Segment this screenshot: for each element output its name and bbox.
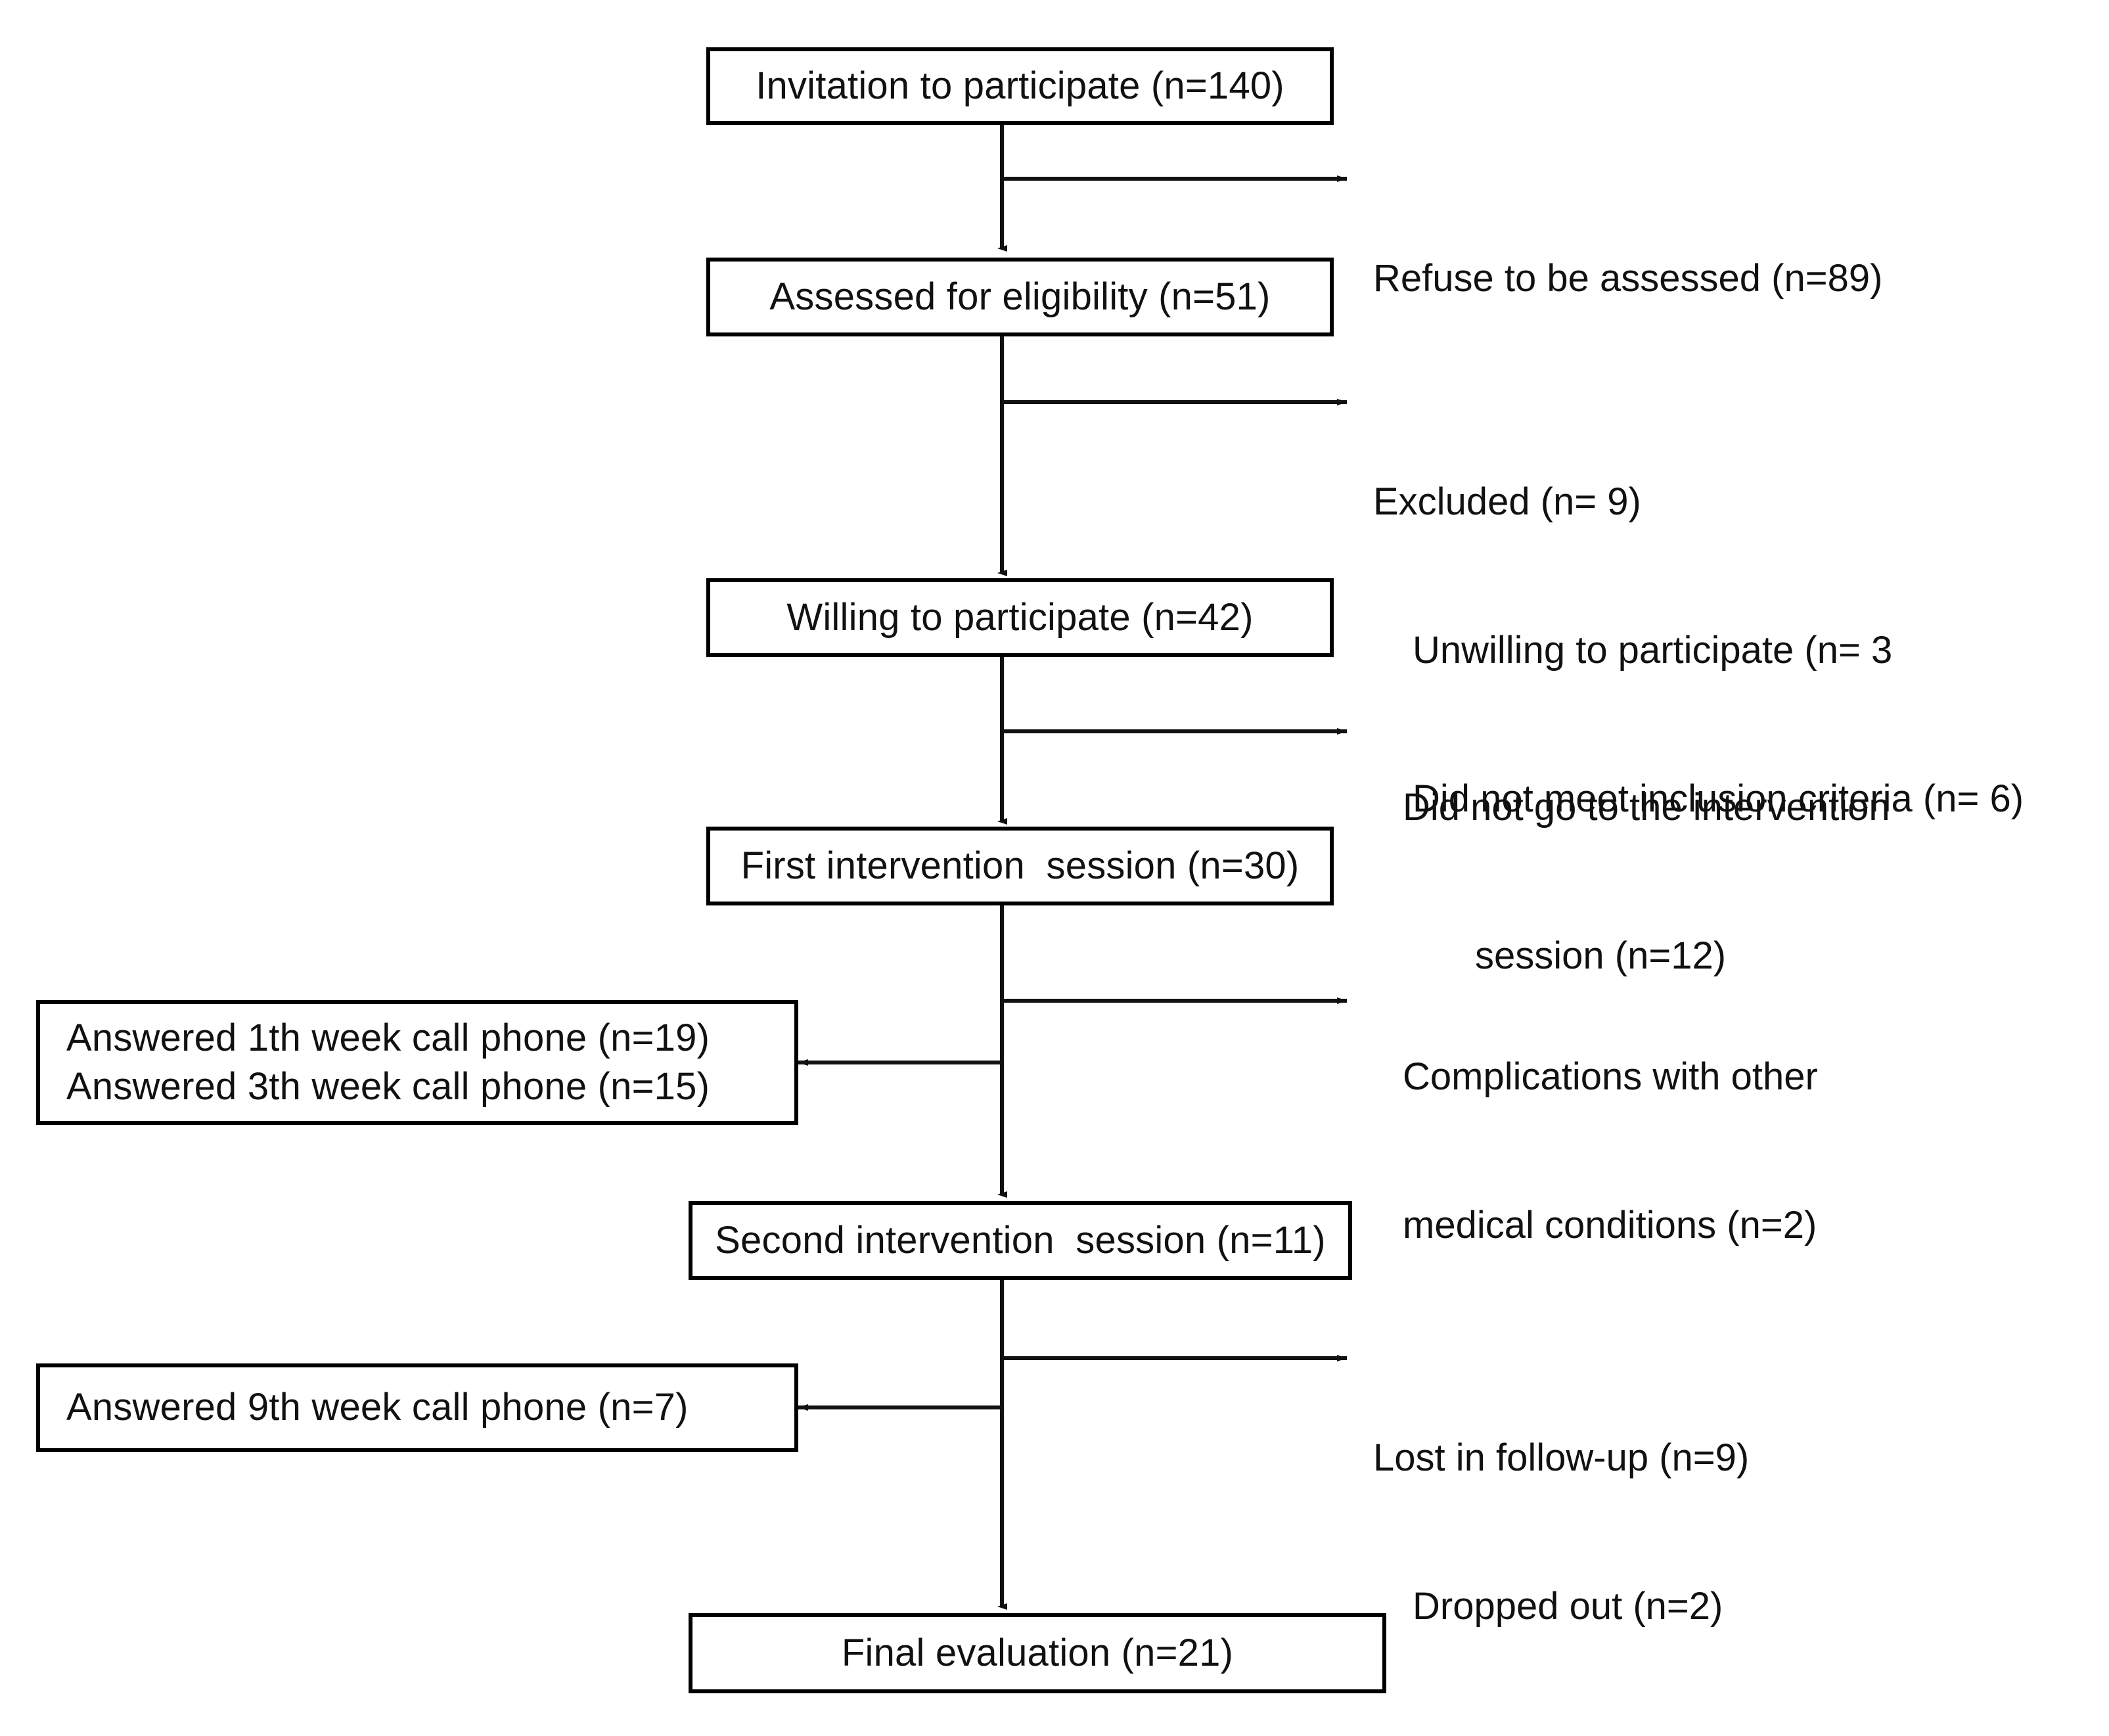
- weeks-1-3-line-1: Answered 1th week call phone (n=19): [66, 1016, 710, 1059]
- node-final-evaluation-label: Final evaluation (n=21): [841, 1631, 1234, 1674]
- node-assessed-for-eligibility[interactable]: Assessed for eligibility (n=51): [706, 258, 1334, 336]
- annotation-complications: Complications with other medical conditi…: [1403, 953, 1818, 1349]
- lost-followup-line-2: Dropped out (n=2): [1413, 1584, 1723, 1628]
- no-show-line-2: session (n=12): [1475, 934, 1727, 977]
- node-second-session-label: Second intervention session (n=11): [715, 1218, 1326, 1262]
- annotation-lost-followup: Lost in follow-up (n=9) Dropped out (n=2…: [1373, 1334, 1941, 1736]
- node-second-intervention-session[interactable]: Second intervention session (n=11): [689, 1201, 1352, 1280]
- annotation-refused: Refuse to be assessed (n=89): [1373, 154, 1882, 402]
- node-invitation-label: Invitation to participate (n=140): [756, 64, 1284, 107]
- node-first-session-label: First intervention session (n=30): [740, 844, 1300, 887]
- excluded-line-1: Excluded (n= 9): [1373, 480, 1641, 523]
- node-first-intervention-session[interactable]: First intervention session (n=30): [706, 827, 1334, 905]
- lost-followup-line-1: Lost in follow-up (n=9): [1373, 1436, 1750, 1479]
- excluded-line-3: Did not meet inclusion criteria (n= 6): [1413, 777, 2024, 821]
- annotation-no-show: Did not go to the intervention session (…: [1403, 683, 1890, 1080]
- complications-line-1: Complications with other: [1403, 1055, 1818, 1098]
- node-answered-week-9[interactable]: Answered 9th week call phone (n=7): [36, 1363, 798, 1452]
- node-willing-to-participate[interactable]: Willing to participate (n=42): [706, 578, 1334, 657]
- week-9-line-1: Answered 9th week call phone (n=7): [66, 1386, 689, 1429]
- weeks-1-3-line-2: Answered 3th week call phone (n=15): [66, 1065, 710, 1108]
- refused-line-1: Refuse to be assessed (n=89): [1373, 256, 1883, 300]
- node-final-evaluation[interactable]: Final evaluation (n=21): [689, 1613, 1386, 1693]
- no-show-line-1: Did not go to the intervention: [1403, 785, 1890, 829]
- annotation-excluded: Excluded (n= 9) Unwilling to participate…: [1373, 378, 2024, 923]
- node-answered-weeks-1-3[interactable]: Answered 1th week call phone (n=19) Answ…: [36, 1000, 798, 1125]
- complications-line-2: medical conditions (n=2): [1403, 1203, 1817, 1246]
- node-invitation[interactable]: Invitation to participate (n=140): [706, 47, 1334, 125]
- node-willing-label: Willing to participate (n=42): [786, 595, 1254, 639]
- node-assessed-label: Assessed for eligibility (n=51): [769, 275, 1271, 318]
- lost-followup-line-3: Unreachable (n=3): [1373, 1730, 1941, 1736]
- excluded-line-2: Unwilling to participate (n= 3: [1413, 628, 1893, 672]
